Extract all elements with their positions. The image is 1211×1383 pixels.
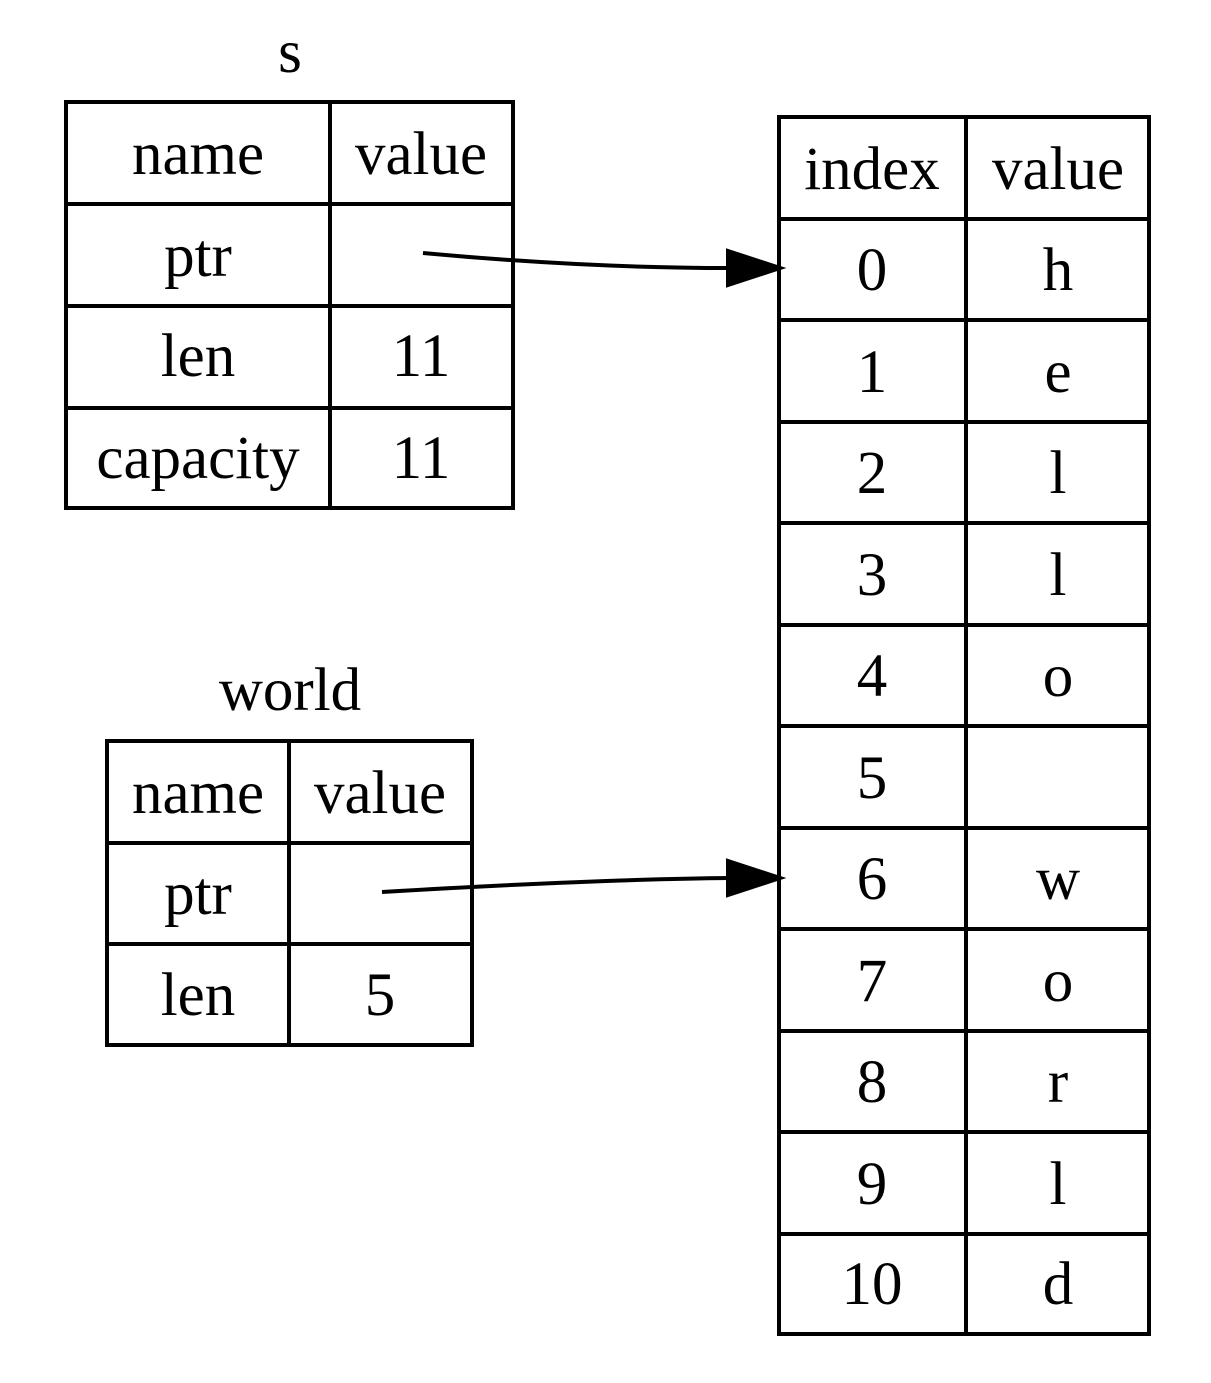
s-row-len-name: len [161,323,236,390]
world-row-len-value-cell [287,942,474,1047]
heap-row-10-value-cell [964,1232,1151,1336]
world-row-ptr-name: ptr [164,861,232,928]
arrow-s-ptr-to-heap-0 [422,248,787,288]
heap-row-2-value: l [1050,440,1067,507]
table-world: world name value ptr len 5 [105,657,474,1047]
s-row-ptr-value-cell [328,202,515,308]
heap-row-0-value: h [1043,237,1074,304]
heap-row-2-index: 2 [857,440,888,507]
world-header-value: value [314,760,446,827]
s-row-capacity-value: 11 [392,425,451,492]
heap-row-1-value: e [1044,339,1071,406]
heap-row-3-index: 3 [857,542,888,609]
world-header-name: name [132,760,264,827]
arrow-s-ptr-head [726,248,787,288]
world-row-len-value: 5 [365,962,396,1029]
heap-row-3-value: l [1050,542,1067,609]
s-row-capacity-name: capacity [96,425,300,492]
heap-row-10-index: 10 [842,1251,903,1318]
table-s-label: s [278,19,302,86]
heap-row-9-index: 9 [857,1151,888,1218]
s-row-capacity-value-cell [328,406,515,510]
heap-row-10-value: d [1043,1251,1074,1318]
heap-row-6-value: w [1036,846,1080,913]
world-row-len-name: len [161,962,236,1029]
heap-row-4-value: o [1043,643,1074,710]
s-header-name: name [132,121,264,188]
heap-row-5-index: 5 [857,745,888,812]
s-header-value: value [355,121,487,188]
heap-row-4-index: 4 [857,643,888,710]
heap-row-7-value: o [1043,948,1074,1015]
arrow-world-ptr-to-heap-6 [381,858,787,898]
table-world-label: world [219,657,361,724]
table-heap: index value 0 h 1 e 2 l 3 l 4 o 5 [777,115,1151,1336]
heap-row-8-value: r [1048,1049,1068,1116]
s-row-ptr-name: ptr [164,223,232,290]
arrow-world-ptr-line [381,876,731,894]
heap-row-9-value: l [1050,1151,1067,1218]
arrow-world-ptr-head [726,858,787,898]
world-row-ptr-value-cell [287,841,474,946]
heap-header-index: index [804,136,940,203]
heap-row-7-index: 7 [857,948,888,1015]
table-s: s name value ptr len 11 capacity 11 [64,19,515,510]
heap-row-5-value-cell [964,724,1151,830]
heap-row-1-index: 1 [857,339,888,406]
heap-row-8-index: 8 [857,1049,888,1116]
heap-row-6-index: 6 [857,846,888,913]
heap-row-0-index: 0 [857,237,888,304]
arrow-s-ptr-line [422,251,731,270]
s-row-len-value: 11 [392,323,451,390]
heap-header-value: value [992,136,1124,203]
